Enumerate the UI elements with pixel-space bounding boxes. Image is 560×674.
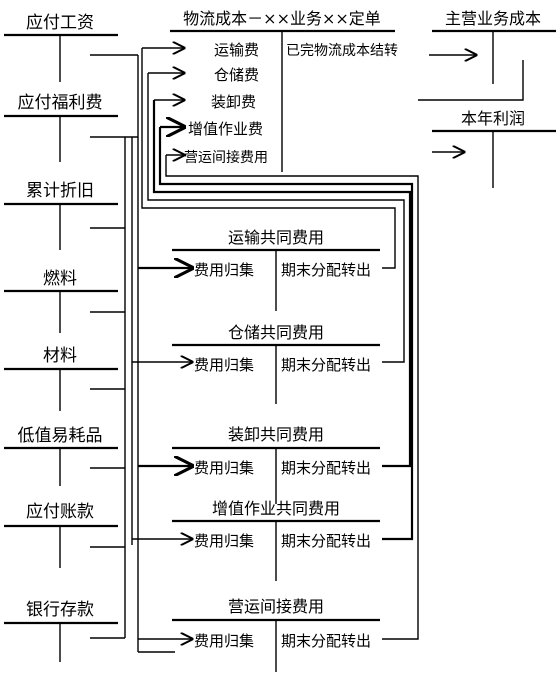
profit-title: 本年利润 [461,109,525,128]
account-title-materials: 材料 [43,346,77,366]
left-account-accounts-payable: 应付账款 [4,502,118,568]
main-item-storage: 仓储费 [214,66,259,84]
common-account-handling: 装卸共同费用 费用归集 期末分配转出 [138,425,380,504]
main-inflow-arrows [141,48,419,640]
left-account-depreciation: 累计折旧 [4,181,118,250]
common-debit-transport: 费用归集 [194,261,254,279]
common-debit-storage: 费用归集 [194,356,254,374]
common-title-transport: 运输共同费用 [228,228,324,247]
main-item-value-added: 增值作业费 [188,120,263,138]
common-debit-operating-overhead: 费用归集 [194,632,254,650]
account-title-low-value-consumables: 低值易耗品 [18,426,103,446]
common-title-value-added: 增值作业共同费用 [212,499,340,518]
main-item-handling: 装卸费 [211,93,256,111]
common-debit-value-added: 费用归集 [194,532,254,550]
cost-of-sales-title: 主营业务成本 [445,9,541,28]
common-credit-value-added: 期末分配转出 [281,532,371,550]
common-title-storage: 仓储共同费用 [228,323,324,342]
cost-of-sales-account: 主营业务成本 [418,9,556,101]
left-account-low-value-consumables: 低值易耗品 [4,426,118,486]
common-credit-storage: 期末分配转出 [281,356,371,374]
common-credit-transport: 期末分配转出 [281,261,371,279]
account-title-welfare-payable: 应付福利费 [18,93,103,113]
main-logistics-cost-account: 物流成本－××业务××定单 运输费 仓储费 装卸费 增值作业费 营运间接费用 已… [170,9,476,172]
common-account-storage: 仓储共同费用 费用归集 期末分配转出 [132,323,380,404]
account-title-bank-deposit: 银行存款 [26,600,94,620]
main-transfer-label: 已完物流成本结转 [286,43,398,59]
left-account-bank-deposit: 银行存款 [4,600,118,662]
common-account-value-added: 增值作业共同费用 费用归集 期末分配转出 [132,499,380,581]
common-debit-handling: 费用归集 [194,459,254,477]
account-title-fuel: 燃料 [43,269,77,289]
common-credit-handling: 期末分配转出 [281,459,371,477]
profit-account: 本年利润 [432,109,556,188]
common-account-operating-overhead: 营运间接费用 费用归集 期末分配转出 [138,597,380,672]
left-account-fuel: 燃料 [4,269,118,333]
account-title-wages-payable: 应付工资 [26,13,94,33]
main-item-transport: 运输费 [214,41,259,59]
common-credit-operating-overhead: 期末分配转出 [281,632,371,650]
left-account-wages-payable: 应付工资 [4,13,118,82]
left-account-materials: 材料 [4,346,118,411]
left-account-welfare-payable: 应付福利费 [4,93,118,162]
common-account-transport: 运输共同费用 费用归集 期末分配转出 [138,228,380,311]
account-title-depreciation: 累计折旧 [26,181,94,201]
main-item-operating-overhead: 营运间接费用 [184,149,268,166]
left-outflow-lines [90,54,175,653]
main-account-title: 物流成本－××业务××定单 [183,9,381,28]
common-title-operating-overhead: 营运间接费用 [228,597,324,616]
account-title-accounts-payable: 应付账款 [26,502,94,522]
common-title-handling: 装卸共同费用 [228,425,324,444]
